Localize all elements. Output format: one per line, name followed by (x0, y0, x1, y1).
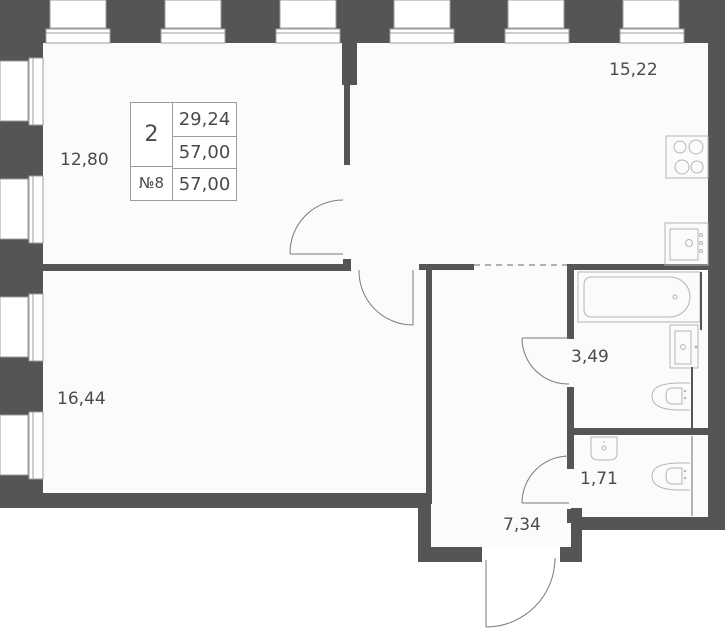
hand-basin-icon (590, 436, 618, 461)
apartment-info-table: 2 №8 29,24 57,00 57,00 (130, 102, 237, 201)
toilet-icon (651, 462, 690, 491)
toilet-icon (651, 382, 690, 411)
kitchen-sink-icon (664, 222, 709, 266)
rooms-count: 2 (131, 103, 173, 167)
doors (289, 199, 570, 628)
room-area-bedroom-2: 16,44 (57, 389, 106, 409)
room-area-hallway: 7,34 (503, 515, 541, 535)
room-area-bathroom: 3,49 (571, 347, 609, 367)
floor-areas (43, 43, 713, 547)
windows-left (0, 57, 44, 480)
room-area-toilet: 1,71 (580, 469, 618, 489)
windows-top (45, 0, 685, 44)
room-area-kitchen-living: 15,22 (609, 60, 658, 80)
total-area-with-balcony: 57,00 (178, 173, 231, 195)
bathroom-sink-icon (669, 324, 699, 369)
exterior-walls (0, 0, 725, 562)
bathroom-right-wall (691, 367, 693, 428)
apartment-number: №8 (131, 167, 173, 200)
living-area: 29,24 (173, 103, 236, 137)
total-area: 57,00 (173, 137, 236, 169)
room-area-bedroom-1: 12,80 (60, 150, 109, 170)
stove-icon (665, 135, 709, 179)
interior-walls (43, 43, 713, 523)
